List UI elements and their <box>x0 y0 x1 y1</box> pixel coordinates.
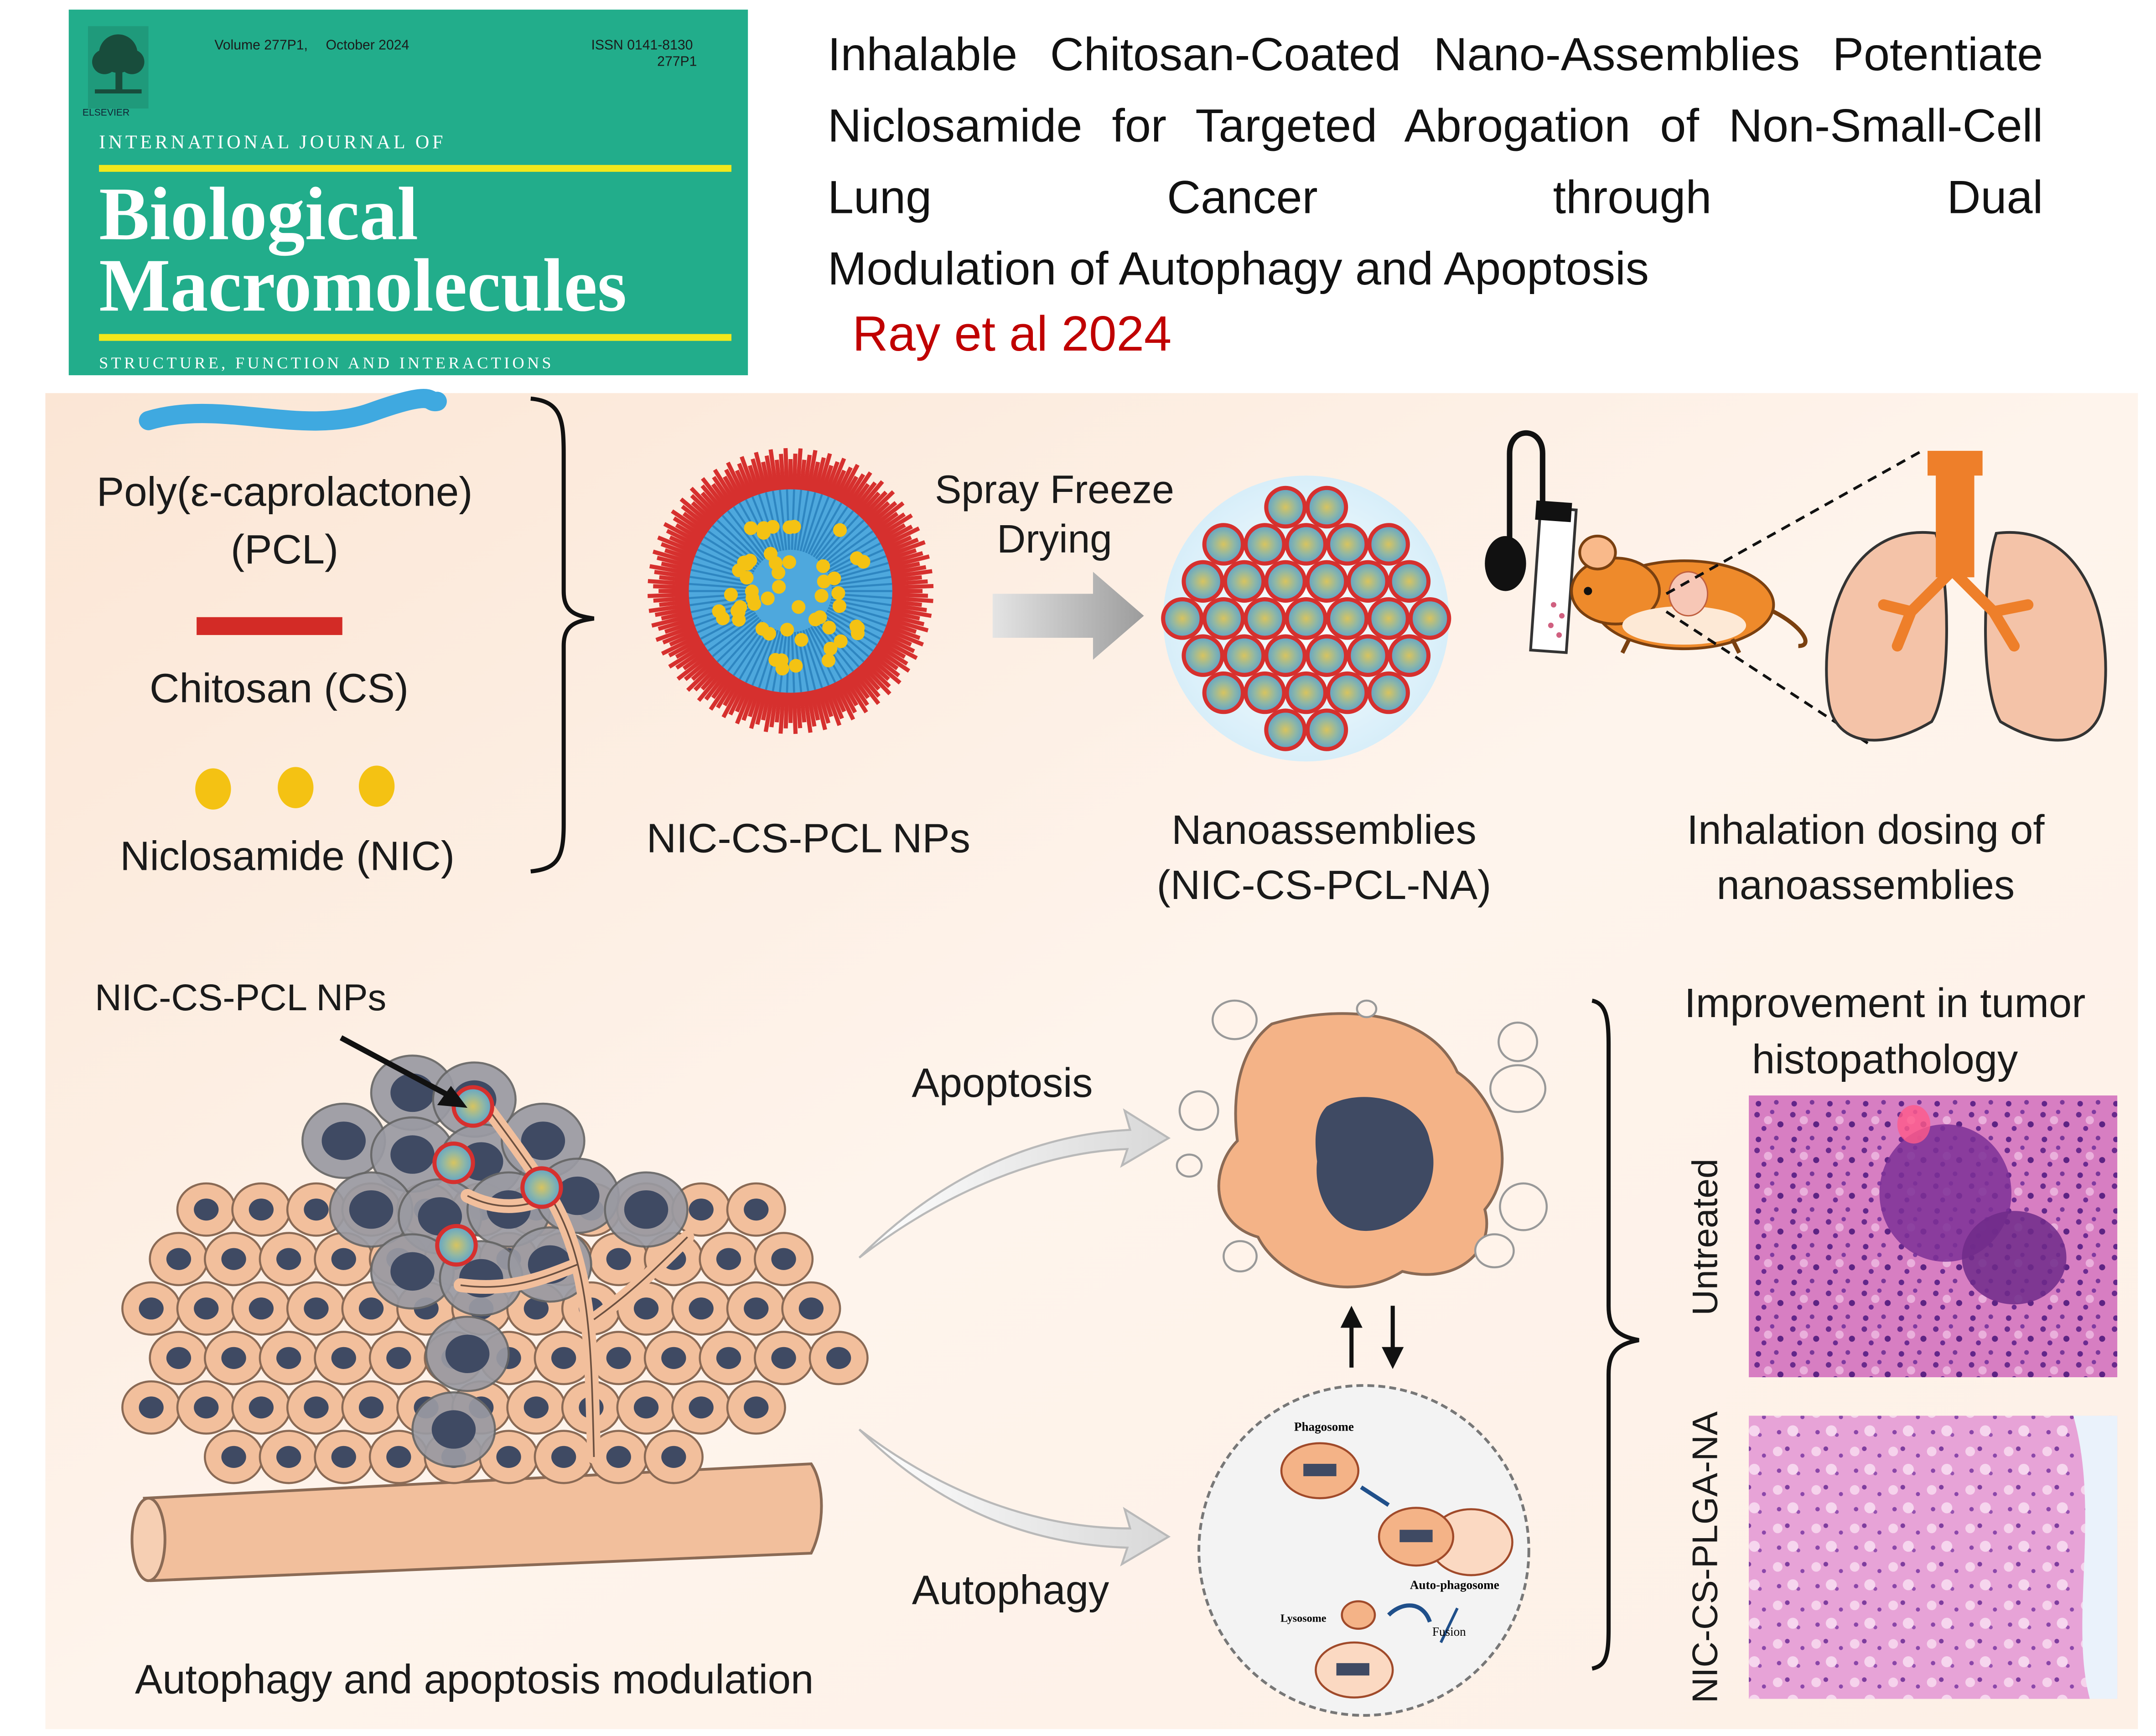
histology-heading-line-1: Improvement in tumor <box>1684 980 2086 1026</box>
publisher-name: ELSEVIER <box>82 108 130 119</box>
journal-prefix: INTERNATIONAL JOURNAL OF <box>99 133 446 154</box>
tumor-nodule-2 <box>1962 1211 2067 1305</box>
nanoassembly-label-line-1: Nanoassemblies <box>1171 807 1477 853</box>
np-pointer-label: NIC-CS-PCL NPs <box>95 977 386 1018</box>
apoptosis-label: Apoptosis <box>912 1060 1093 1106</box>
histology-heading-line-2: histopathology <box>1752 1037 2018 1083</box>
cover-date: October 2024 <box>326 38 409 54</box>
apoptosis-curved-arrow-icon <box>858 1108 1171 1259</box>
lysosome-label: Lysosome <box>1280 1613 1327 1625</box>
hemorrhage-spot <box>1897 1105 1931 1144</box>
histology-brace <box>1591 998 1639 1671</box>
cover-yellow-rule-top <box>99 165 731 172</box>
histology-row-label-untreated: Untreated <box>1685 1158 1725 1315</box>
apoptotic-cell-icon <box>1176 999 1548 1288</box>
lungs-icon <box>1825 450 2107 742</box>
article-title: Inhalable Chitosan-Coated Nano-Assemblie… <box>828 19 2043 305</box>
histology-clear-area <box>2073 1416 2118 1699</box>
article-title-line-4: Modulation of Autophagy and Apoptosis <box>828 243 1649 296</box>
mouse-icon <box>1570 534 1808 654</box>
article-title-line-3: Non-Small-Cell Lung Cancer through Dual <box>828 100 2043 224</box>
elsevier-tree-logo <box>88 26 149 109</box>
autophagy-curved-arrow-icon <box>858 1428 1171 1567</box>
autophagosome-label: Auto-phagosome <box>1410 1578 1499 1591</box>
journal-title-line-2: Macromolecules <box>99 243 627 327</box>
phagosome-label: Phagosome <box>1294 1420 1354 1434</box>
cover-yellow-rule-bottom <box>99 334 731 341</box>
spray-freeze-label-line-2: Drying <box>997 517 1112 561</box>
dosing-label-line-2: nanoassemblies <box>1717 862 2015 908</box>
article-title-line-2: Potentiate Niclosamide for Targeted Abro… <box>828 29 2043 153</box>
journal-title-line-1: Biological <box>99 171 419 256</box>
exchange-arrows-icon <box>1340 1306 1404 1369</box>
dosing-label-line-1: Inhalation dosing of <box>1687 807 2045 853</box>
cover-issn: ISSN 0141-8130 <box>591 38 693 54</box>
histology-row-label-treated: NIC-CS-PLGA-NA <box>1685 1411 1725 1703</box>
article-title-line-1: Inhalable Chitosan-Coated Nano-Assemblie… <box>828 29 1800 81</box>
autophagy-circle-icon <box>1197 1384 1530 1717</box>
pcl-label-line-2: (PCL) <box>231 527 338 573</box>
nanoassembly-label-line-2: (NIC-CS-PCL-NA) <box>1157 862 1492 908</box>
tumor-tissue-illustration <box>121 1054 869 1582</box>
modulation-label: Autophagy and apoptosis modulation <box>135 1656 814 1702</box>
cover-issue: 277P1 <box>657 55 697 70</box>
chitosan-label: Chitosan (CS) <box>150 666 409 712</box>
np-label: NIC-CS-PCL NPs <box>647 815 970 861</box>
pcl-label-line-1: Poly(ε-caprolactone) <box>97 469 472 515</box>
nic-cs-pcl-nanoparticle-icon <box>648 448 934 734</box>
niclosamide-dots-icon <box>195 765 395 810</box>
article-authors: Ray et al 2024 <box>852 305 1172 362</box>
inhaler-device-icon <box>1485 430 1578 654</box>
components-brace <box>530 396 595 874</box>
pcl-polymer-icon <box>139 389 447 431</box>
niclosamide-label: Niclosamide (NIC) <box>120 833 455 879</box>
autophagy-label: Autophagy <box>912 1567 1109 1613</box>
fusion-label: Fusion <box>1432 1625 1466 1638</box>
journal-subtitle: STRUCTURE, FUNCTION AND INTERACTIONS <box>99 353 554 373</box>
chitosan-rod-icon <box>197 617 342 635</box>
cover-volume: Volume 277P1, <box>214 38 308 54</box>
journal-title: Biological Macromolecules <box>99 171 627 327</box>
spray-freeze-label-line-1: Spray Freeze <box>935 467 1174 512</box>
np-pointer-arrow <box>339 1035 458 1102</box>
nanoassembly-cluster <box>1161 486 1451 751</box>
np-pointer-arrowhead <box>437 1085 468 1108</box>
histology-image-treated <box>1749 1416 2118 1699</box>
journal-cover: ELSEVIER Volume 277P1, October 2024 ISSN… <box>68 10 748 376</box>
